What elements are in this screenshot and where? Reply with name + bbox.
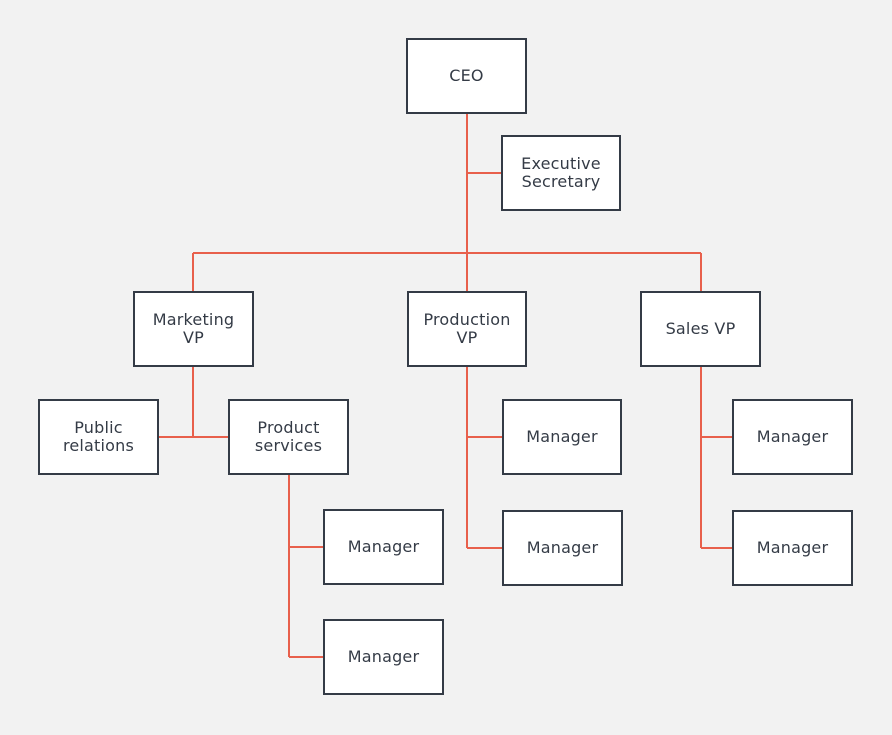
node-production-manager-1-label: Manager [526, 427, 598, 446]
node-sales-manager-2: Manager [732, 510, 853, 586]
node-product-services-manager-1-label: Manager [347, 537, 420, 556]
node-executive-secretary-label: Executive Secretary [521, 154, 601, 191]
node-production-manager-1: Manager [502, 399, 622, 475]
node-sales-manager-1: Manager [732, 399, 853, 475]
node-sales-vp: Sales VP [640, 291, 761, 367]
node-sales-manager-1-label: Manager [756, 427, 829, 446]
node-product-services-manager-1: Manager [323, 509, 444, 585]
node-product-services-manager-2: Manager [323, 619, 444, 695]
node-production-manager-2: Manager [502, 510, 623, 586]
node-ceo: CEO [406, 38, 527, 114]
node-ceo-label: CEO [449, 66, 484, 85]
node-production-vp-label: Production VP [423, 310, 511, 347]
node-production-vp: Production VP [407, 291, 527, 367]
node-product-services: Product services [228, 399, 349, 475]
node-marketing-vp-label: Marketing VP [152, 310, 235, 347]
node-public-relations: Public relations [38, 399, 159, 475]
node-executive-secretary: Executive Secretary [501, 135, 621, 211]
node-product-services-manager-2-label: Manager [347, 647, 420, 666]
node-production-manager-2-label: Manager [526, 538, 599, 557]
node-marketing-vp: Marketing VP [133, 291, 254, 367]
node-public-relations-label: Public relations [62, 418, 135, 455]
node-sales-vp-label: Sales VP [665, 319, 736, 338]
node-product-services-label: Product services [254, 418, 323, 455]
node-sales-manager-2-label: Manager [756, 538, 829, 557]
